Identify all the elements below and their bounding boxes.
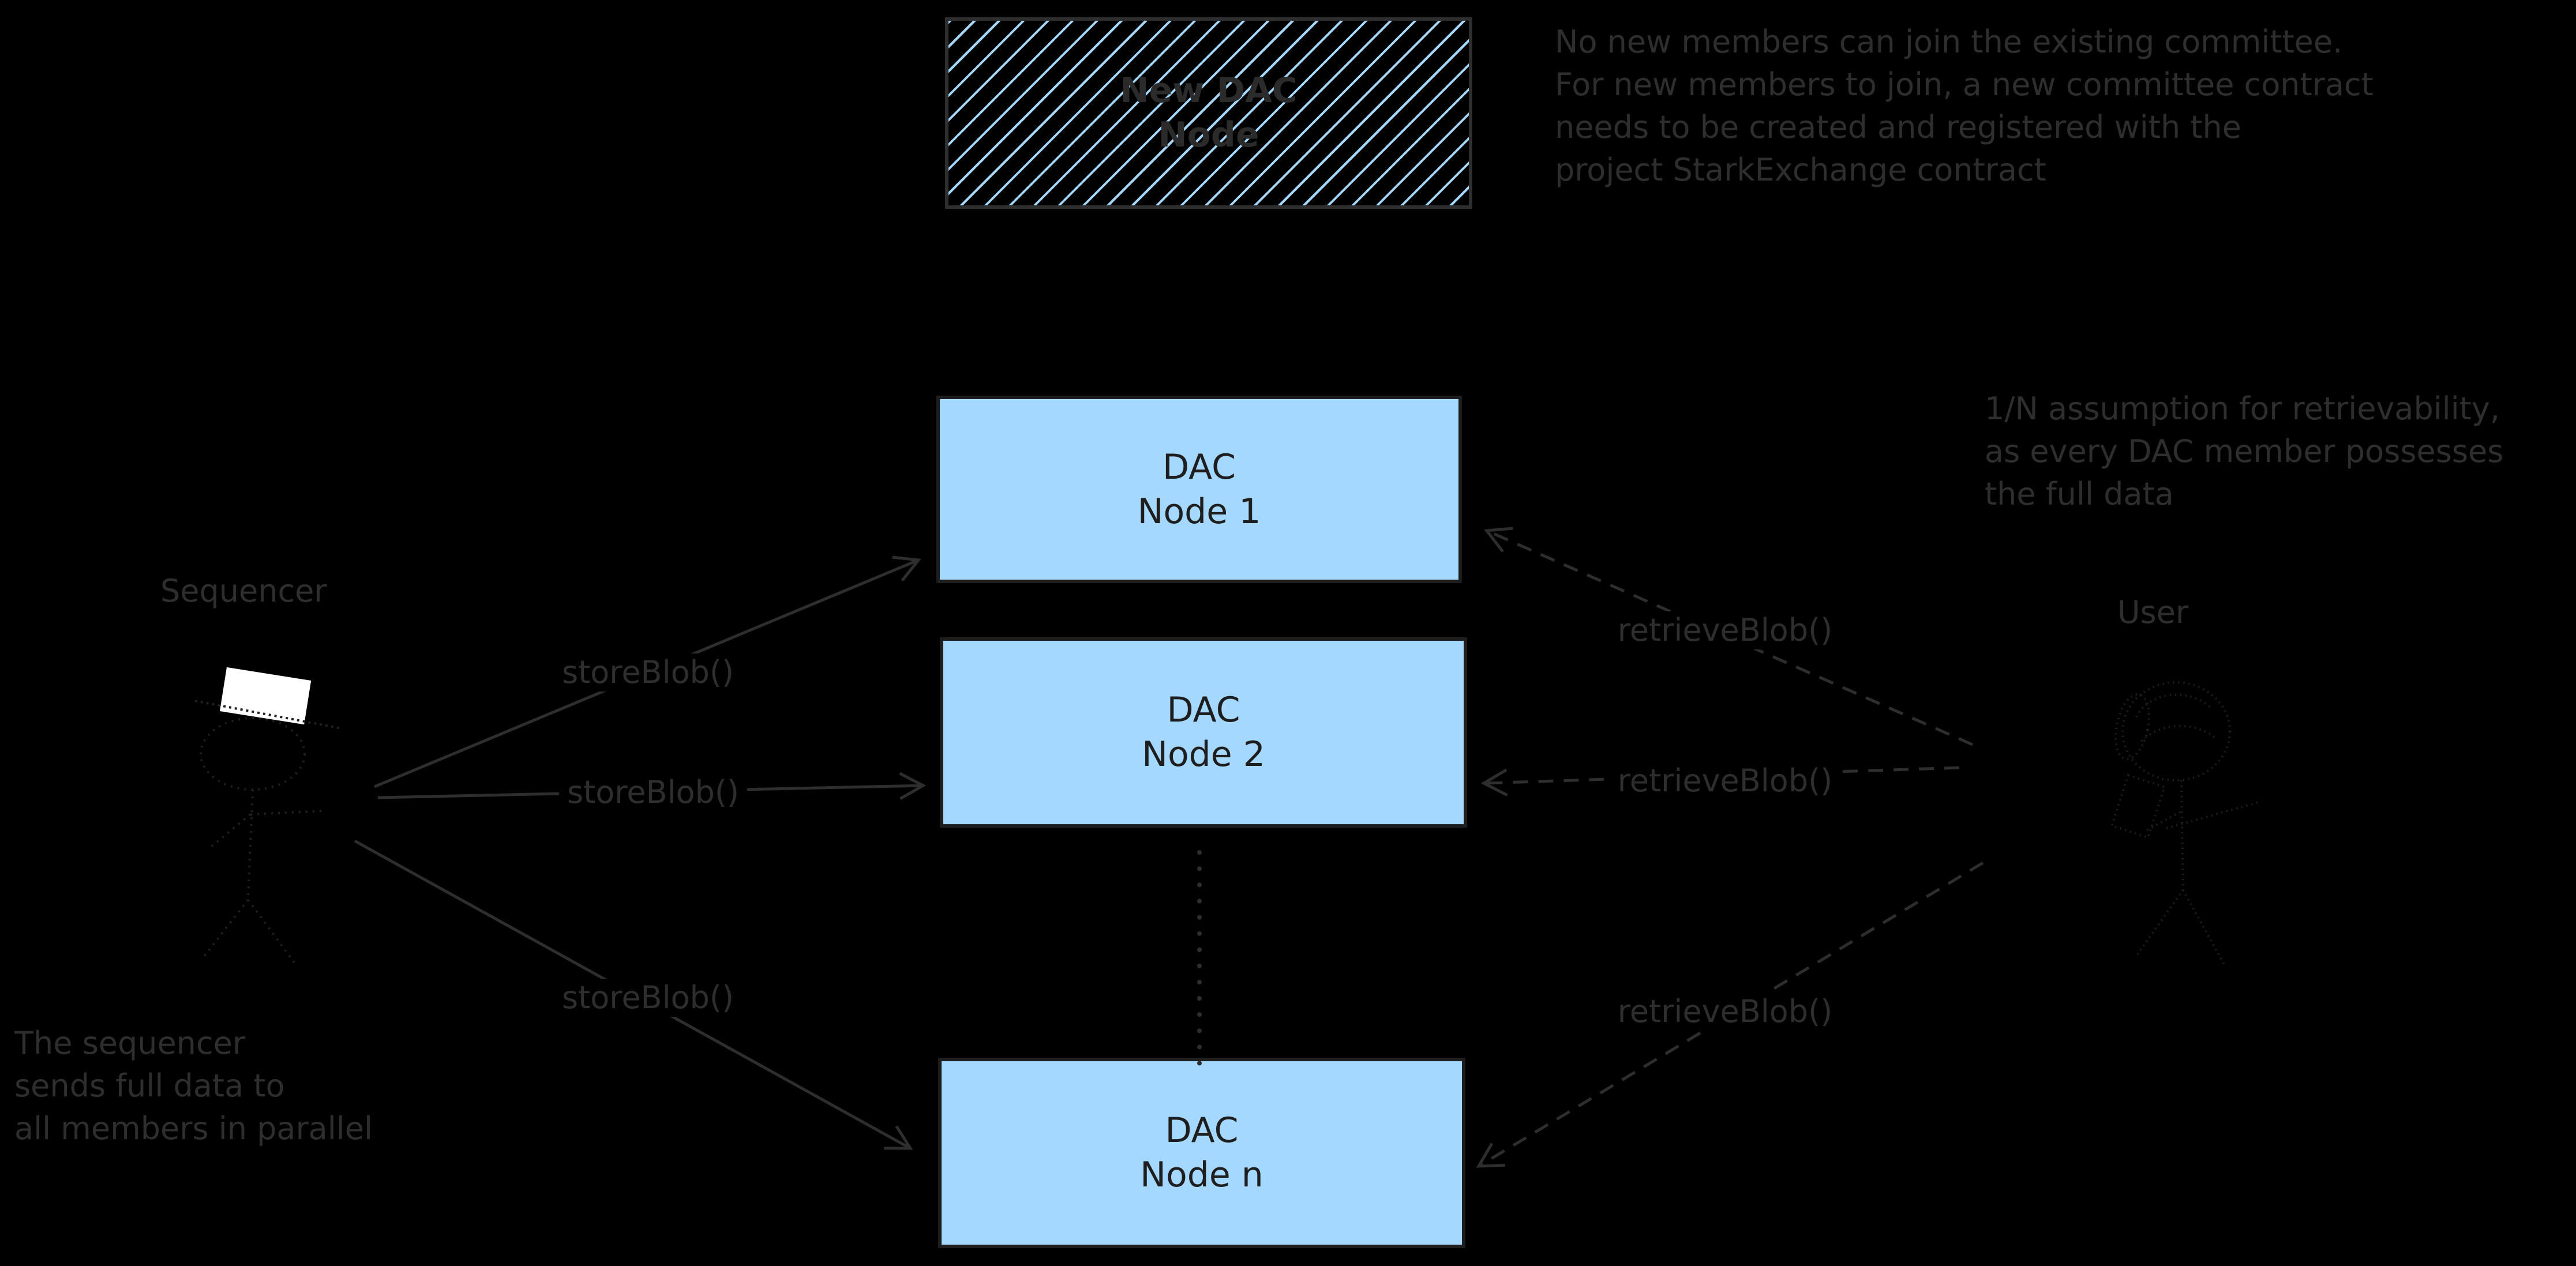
dac-node-2-label-line2: Node 2 [1142, 734, 1265, 775]
sequencer-hat-shape[interactable] [219, 667, 312, 725]
retrievability-note-line: the full data [1985, 476, 2174, 512]
committee-note-line: For new members to join, a new committee… [1555, 66, 2373, 103]
new-dac-node-label-line2: Node [1158, 115, 1259, 155]
retrievability-note-line: 1/N assumption for retrievability, [1985, 390, 2500, 427]
dac-node-n-box[interactable]: DAC Node n [938, 1058, 1465, 1248]
user-figure-icon[interactable] [2110, 681, 2261, 966]
store-blob-label-1[interactable]: storeBlob() [553, 653, 743, 692]
dac-node-1-label-line2: Node 1 [1137, 491, 1261, 532]
sequencer-note-line: The sequencer [14, 1025, 246, 1061]
committee-note-line: needs to be created and registered with … [1555, 109, 2241, 145]
retrievability-note[interactable]: 1/N assumption for retrievability, as ev… [1985, 388, 2503, 516]
user-label[interactable]: User [2117, 594, 2189, 630]
dac-node-2-label-line1: DAC [1167, 690, 1240, 730]
store-blob-label-2[interactable]: storeBlob() [558, 773, 748, 812]
retrieve-blob-label-3[interactable]: retrieveBlob() [1609, 993, 1841, 1031]
dac-node-2-box[interactable]: DAC Node 2 [940, 637, 1467, 828]
new-dac-node-box[interactable]: New DAC Node [945, 17, 1472, 209]
committee-note[interactable]: No new members can join the existing com… [1555, 21, 2373, 191]
store-blob-label-3[interactable]: storeBlob() [553, 979, 743, 1017]
dac-node-1-box[interactable]: DAC Node 1 [936, 396, 1462, 583]
committee-note-line: project StarkExchange contract [1555, 152, 2046, 188]
retrieve-blob-label-1[interactable]: retrieveBlob() [1609, 611, 1841, 649]
committee-note-line: No new members can join the existing com… [1555, 24, 2343, 60]
sequencer-note-line: all members in parallel [14, 1110, 373, 1147]
sequencer-note[interactable]: The sequencer sends full data to all mem… [14, 1022, 373, 1150]
retrieve-blob-label-2[interactable]: retrieveBlob() [1609, 762, 1841, 800]
arrow-retrieve-noden[interactable] [1476, 861, 1984, 1168]
dac-node-1-label-line1: DAC [1162, 446, 1236, 487]
sequencer-figure-icon[interactable] [194, 667, 342, 964]
retrievability-note-line: as every DAC member possesses [1985, 433, 2504, 469]
sequencer-label[interactable]: Sequencer [160, 573, 327, 609]
new-dac-node-label-line1: New DAC [1120, 70, 1298, 111]
sequencer-note-line: sends full data to [14, 1068, 285, 1104]
dac-node-n-label-line1: DAC [1165, 1110, 1239, 1151]
dac-node-n-label-line2: Node n [1140, 1155, 1263, 1195]
